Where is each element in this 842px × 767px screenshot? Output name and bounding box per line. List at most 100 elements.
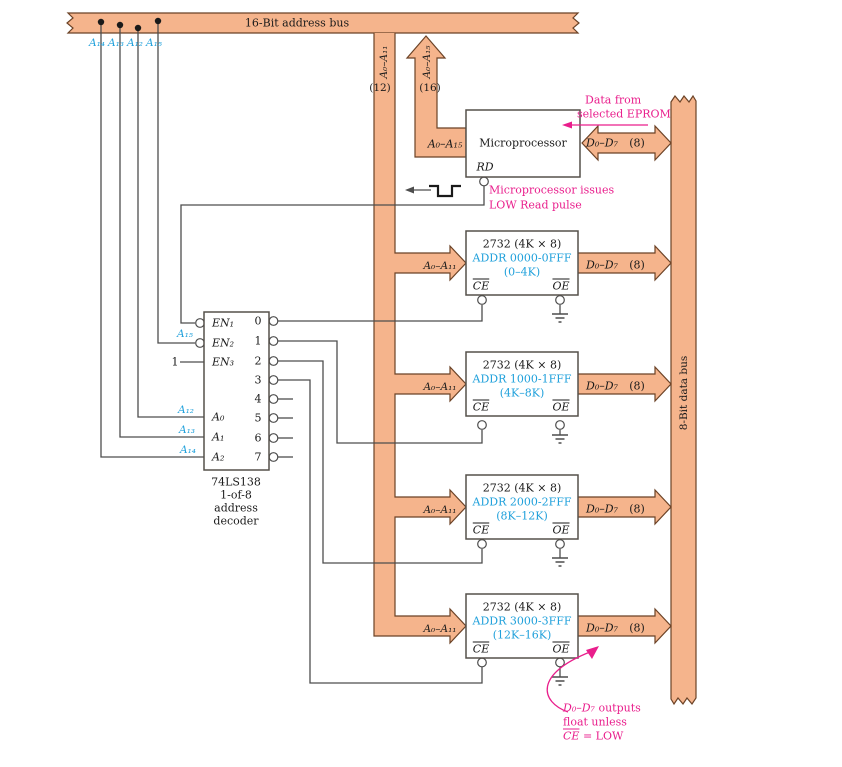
note-float-3: CE = LOW bbox=[563, 731, 623, 742]
decoder-caption-2: 1-of-8 bbox=[220, 488, 252, 502]
eprom-box-2 bbox=[465, 351, 579, 417]
decoder-pin-a0: A₀ bbox=[212, 410, 225, 424]
eprom-title: 2732 (4K × 8) bbox=[482, 600, 562, 614]
eprom-box-1 bbox=[465, 230, 579, 296]
data-arrow-microprocessor bbox=[581, 124, 672, 162]
eprom-data-out: D₀–D₇ bbox=[586, 621, 618, 635]
micro-data-width: (8) bbox=[629, 136, 645, 150]
decoder-box bbox=[203, 311, 270, 471]
decoder-caption-1: 74LS138 bbox=[211, 475, 261, 489]
bus-tap-dots bbox=[97, 17, 162, 32]
bus16-label: A₀–A₁₅ bbox=[420, 45, 433, 79]
eprom-oe-pin: OE bbox=[552, 642, 570, 656]
eprom-range: (8K–12K) bbox=[496, 509, 548, 523]
eprom-data-out: D₀–D₇ bbox=[586, 258, 618, 272]
decoder-out-7: 7 bbox=[254, 450, 262, 464]
decoder-out-1: 1 bbox=[254, 334, 262, 348]
decoder-out-2: 2 bbox=[254, 354, 262, 368]
microprocessor-label: Microprocessor bbox=[479, 136, 567, 150]
decoder-caption-3: address bbox=[214, 501, 258, 515]
eprom-addr-in: A₀–A₁₁ bbox=[423, 622, 457, 635]
eprom-data-out: D₀–D₇ bbox=[586, 379, 618, 393]
decoder-en3-constant: 1 bbox=[171, 355, 179, 369]
decoder-pin-a1: A₁ bbox=[212, 430, 225, 444]
data-arrow-eprom-4 bbox=[576, 607, 672, 645]
data-from-arrow bbox=[562, 121, 648, 129]
eprom-addr: ADDR 2000-2FFF bbox=[472, 495, 572, 509]
eprom-ce-pin: CE bbox=[472, 523, 490, 537]
eprom-range: (12K–16K) bbox=[492, 628, 552, 642]
note-float-1: D₀–D₇ outputs bbox=[563, 703, 641, 714]
decoder-out-4: 4 bbox=[254, 392, 262, 406]
eprom-range: (0–4K) bbox=[503, 265, 541, 279]
eprom-oe-pin: OE bbox=[552, 400, 570, 414]
decoder-pin-en1: EN₁ bbox=[212, 316, 235, 330]
note-read-pulse-2: LOW Read pulse bbox=[489, 198, 582, 212]
bus12-label: A₀–A₁₁ bbox=[377, 45, 390, 79]
note-data-from-2: selected EPROM bbox=[577, 107, 671, 121]
signal-a12: A₁₂ bbox=[177, 403, 195, 416]
note-float-signal: D₀–D₇ bbox=[563, 701, 595, 715]
eprom-range: (4K–8K) bbox=[499, 386, 545, 400]
eprom-data-out: D₀–D₇ bbox=[586, 502, 618, 516]
read-pulse-glyph bbox=[429, 184, 461, 198]
tap-label-a14: A₁₄ bbox=[88, 36, 106, 49]
eprom-addr-in: A₀–A₁₁ bbox=[423, 380, 457, 393]
decoder-caption-4: decoder bbox=[213, 514, 259, 528]
ground-symbols bbox=[552, 313, 568, 686]
decoder-pin-en3: EN₃ bbox=[212, 355, 235, 369]
note-float-eq: = LOW bbox=[579, 729, 624, 743]
micro-addr-pins: A₀–A₁₅ bbox=[427, 137, 463, 151]
eprom-data-width: (8) bbox=[629, 258, 645, 272]
eprom-oe-pin: OE bbox=[552, 279, 570, 293]
data-bus bbox=[670, 94, 697, 706]
eprom-box-4 bbox=[465, 593, 579, 659]
micro-rd-pin: RD bbox=[476, 160, 494, 174]
data-bus-label: 8-Bit data bus bbox=[677, 355, 690, 431]
float-note-arrow bbox=[546, 646, 599, 713]
eprom-data-width: (8) bbox=[629, 379, 645, 393]
decoder-out-3: 3 bbox=[254, 373, 262, 387]
eprom-ce-pin: CE bbox=[472, 400, 490, 414]
signal-a13: A₁₃ bbox=[178, 423, 196, 436]
eprom-ce-pin: CE bbox=[472, 279, 490, 293]
bus12-width: (12) bbox=[369, 81, 391, 94]
microprocessor-box bbox=[465, 109, 581, 178]
decoder-pin-a2: A₂ bbox=[212, 450, 225, 464]
decoder-out-5: 5 bbox=[254, 411, 262, 425]
note-float-ce: CE bbox=[563, 729, 580, 743]
address-bus bbox=[66, 12, 580, 34]
eprom-addr: ADDR 3000-3FFF bbox=[472, 614, 572, 628]
tap-label-a13: A₁₃ bbox=[107, 36, 125, 49]
eprom-oe-pin: OE bbox=[552, 523, 570, 537]
note-read-pulse-1: Microprocessor issues bbox=[489, 183, 615, 197]
eprom-box-3 bbox=[465, 474, 579, 540]
note-float-rest: outputs bbox=[594, 701, 641, 715]
eprom-ce-pin: CE bbox=[472, 642, 490, 656]
eprom-addr: ADDR 1000-1FFF bbox=[472, 372, 572, 386]
eprom-addr: ADDR 0000-0FFF bbox=[472, 251, 572, 265]
bus16-width: (16) bbox=[419, 81, 441, 94]
address-bus-label: 16-Bit address bus bbox=[244, 16, 350, 30]
decoder-out-0: 0 bbox=[254, 314, 262, 328]
signal-a15: A₁₅ bbox=[176, 327, 194, 340]
decoder-out-6: 6 bbox=[254, 431, 262, 445]
tap-label-a12: A₁₂ bbox=[126, 36, 144, 49]
eprom-addr-in: A₀–A₁₁ bbox=[423, 259, 457, 272]
address-bus-12 bbox=[373, 33, 467, 645]
decoder-pin-en2: EN₂ bbox=[212, 336, 235, 350]
eprom-data-width: (8) bbox=[629, 502, 645, 516]
tap-label-a15: A₁₅ bbox=[145, 36, 163, 49]
wires bbox=[100, 22, 561, 684]
data-arrow-eprom-3 bbox=[576, 488, 672, 526]
read-pulse-arrow bbox=[405, 186, 431, 194]
signal-a14: A₁₄ bbox=[179, 443, 197, 456]
note-float-2: float unless bbox=[563, 715, 627, 729]
eprom-title: 2732 (4K × 8) bbox=[482, 237, 562, 251]
eprom-title: 2732 (4K × 8) bbox=[482, 358, 562, 372]
eprom-data-width: (8) bbox=[629, 621, 645, 635]
data-arrow-eprom-2 bbox=[576, 365, 672, 403]
note-data-from-1: Data from bbox=[585, 93, 642, 107]
